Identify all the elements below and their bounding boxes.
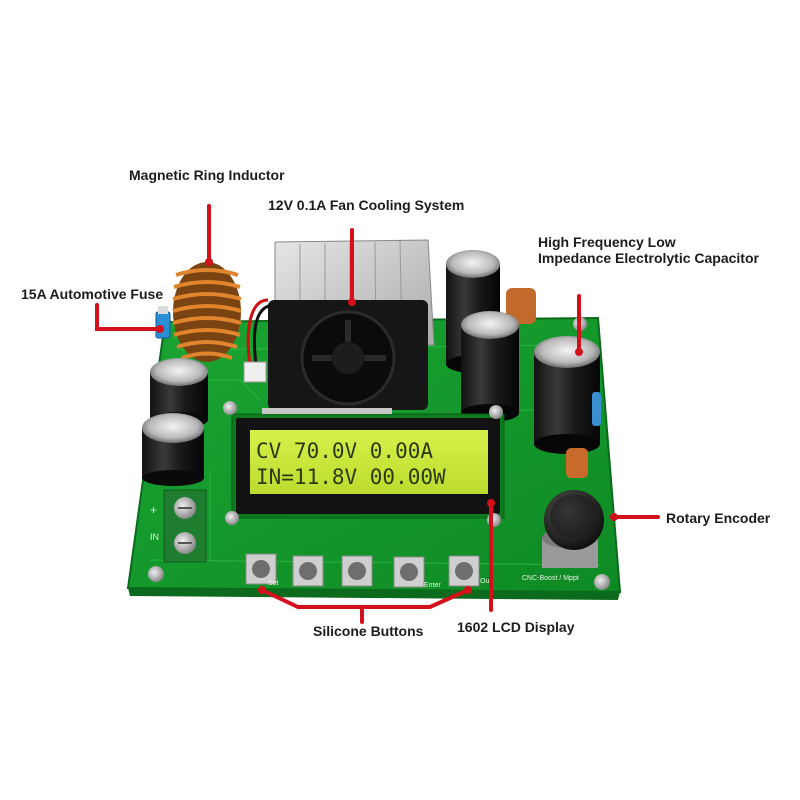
button-set[interactable] [245, 553, 277, 585]
button-set-label: Set [268, 580, 279, 587]
silicone-buttons: Set Enter Out [245, 553, 491, 589]
label-inductor: Magnetic Ring Inductor [129, 167, 285, 183]
lcd-line-2: IN=11.8V 00.00W [256, 465, 446, 489]
label-encoder: Rotary Encoder [666, 510, 771, 526]
terminal-in-label: IN [150, 532, 159, 542]
lcd-line-1: CV 70.0V 0.00A [256, 439, 433, 463]
label-buttons: Silicone Buttons [313, 623, 424, 639]
button-enter-label: Enter [424, 582, 441, 589]
mount-screw [148, 566, 164, 582]
label-lcd: 1602 LCD Display [457, 619, 575, 635]
label-capacitor-line1: High Frequency Low [538, 234, 676, 250]
label-fan: 12V 0.1A Fan Cooling System [268, 197, 465, 213]
mount-screw [594, 574, 610, 590]
button-right[interactable] [341, 555, 373, 587]
automotive-fuse [155, 306, 171, 339]
button-out[interactable] [448, 555, 480, 587]
button-out-label: Out [480, 578, 491, 585]
lcd-module: CV 70.0V 0.00A IN=11.8V 00.00W [223, 401, 505, 527]
button-enter[interactable] [393, 556, 425, 588]
board-model-label: CNC-Boost / Mppt [522, 575, 579, 582]
callout-lines [95, 204, 660, 624]
toroid-inductor [172, 262, 242, 362]
cooling-fan [243, 298, 428, 410]
label-fuse: 15A Automotive Fuse [21, 286, 164, 302]
capacitor-middle [461, 311, 519, 422]
terminal-plus-label: + [150, 503, 157, 517]
button-left[interactable] [292, 555, 324, 587]
rotary-encoder[interactable] [542, 490, 604, 568]
label-capacitor-line2: Impedance Electrolytic Capacitor [538, 250, 759, 266]
capacitor-front [534, 336, 600, 454]
left-capacitor-bottom [142, 413, 204, 486]
input-terminal: + IN [150, 489, 207, 563]
